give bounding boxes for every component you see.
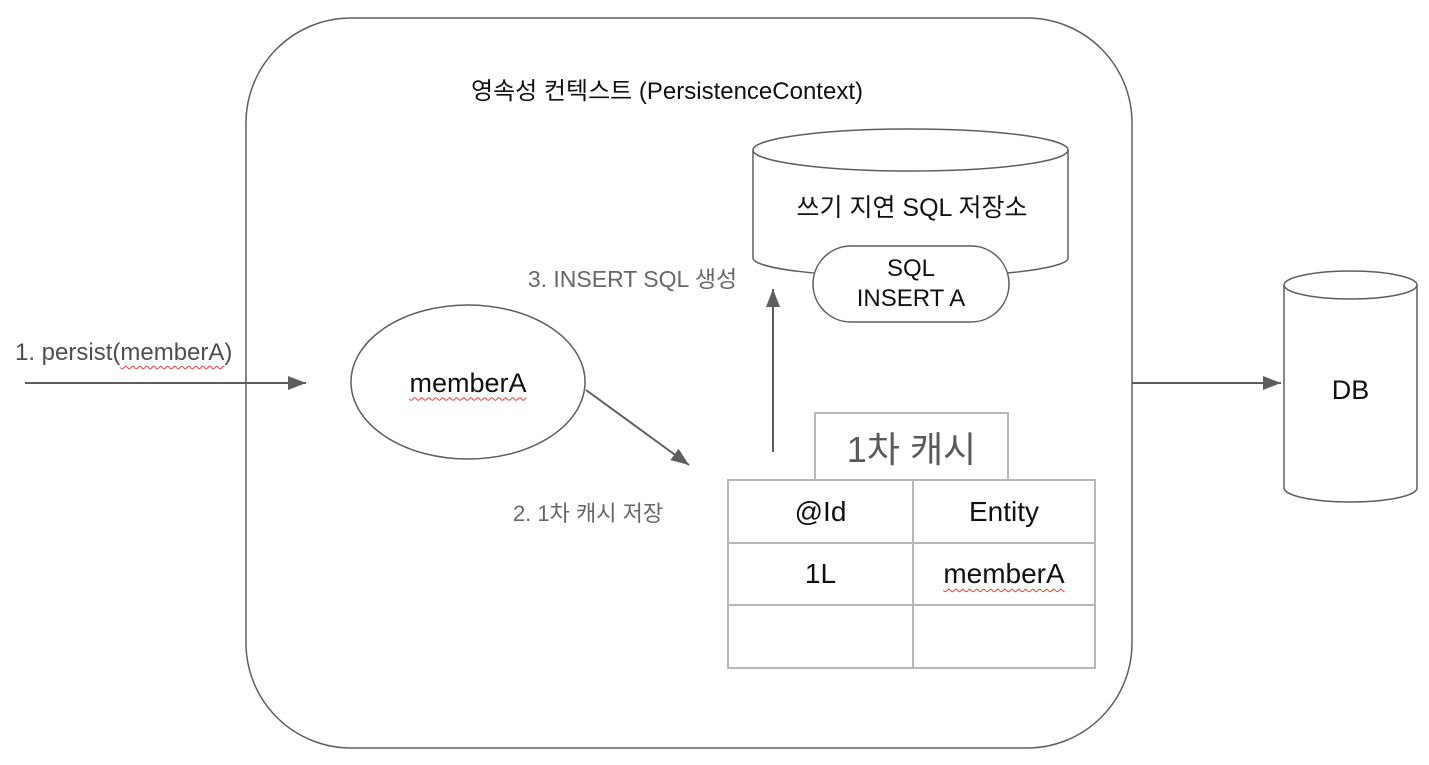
cache-title: 1차 캐시 [846,428,977,470]
cache-col-entity: Entity [968,495,1040,527]
persistence-context-title: 영속성 컨텍스트 (PersistenceContext) [471,77,863,105]
write-behind-store-title: 쓰기 지연 SQL 저장소 [796,194,1028,222]
entity-ellipse [350,304,586,460]
step3-insert-sql-label: 3. INSERT SQL 생성 [527,266,738,292]
step1-entity: memberA [120,339,225,366]
sql-pill-line1: SQL [886,255,936,282]
step1-prefix: 1. persist( [15,339,121,366]
db-cylinder [1283,270,1418,503]
cache-title-box [814,412,1009,481]
step1-persist-label: 1. persist(memberA) [15,338,265,368]
step2-cache-save-label: 2. 1차 캐시 저장 [512,501,664,526]
cache-col-id: @Id [794,495,847,527]
sql-pill-line2: INSERT A [856,285,966,312]
entity-label: memberA [409,367,527,398]
to-cache-arrow [585,389,690,466]
step1-suffix: ) [224,339,233,366]
cache-row1-entity: memberA [943,558,1065,589]
sql-pill [812,245,1010,323]
cache-table-grid [727,479,1096,669]
db-label: DB [1331,374,1370,405]
sql-pill-label: SQL INSERT A [813,252,1009,316]
cache-row1-id: 1L [804,558,837,589]
